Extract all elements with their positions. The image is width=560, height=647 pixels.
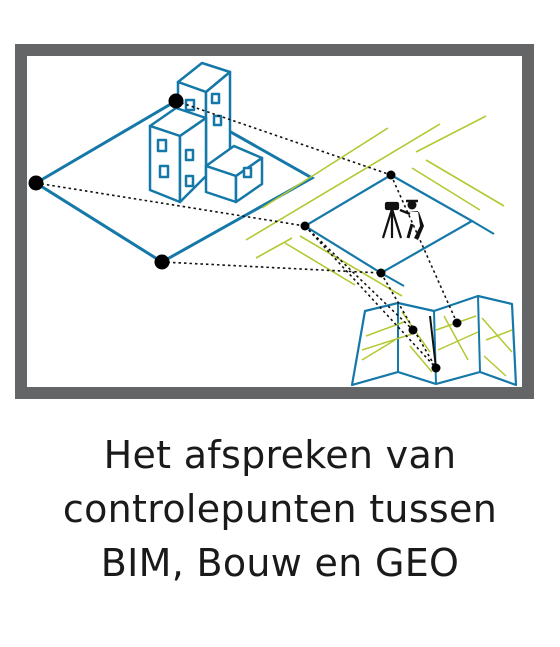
control-point-connections bbox=[35, 100, 458, 369]
control-point-bim-top bbox=[168, 93, 184, 109]
caption-line-1: Het afspreken van bbox=[103, 433, 457, 477]
control-point-site-left bbox=[300, 221, 310, 231]
control-point-map-2 bbox=[452, 318, 462, 328]
map-connection bbox=[429, 315, 437, 369]
caption-line-3: BIM, Bouw en GEO bbox=[100, 541, 460, 585]
bim-bouw-geo-illustration bbox=[15, 44, 534, 399]
control-point-map-3 bbox=[431, 363, 441, 373]
control-point-map-1 bbox=[408, 325, 418, 335]
construction-parcel-extension bbox=[471, 220, 495, 235]
control-point-bim-bottom bbox=[154, 254, 170, 270]
control-point-site-bottom bbox=[376, 268, 386, 278]
control-point-bim-left bbox=[28, 175, 44, 191]
caption: Het afspreken van controlepunten tussen … bbox=[0, 428, 560, 590]
road-lines bbox=[245, 115, 505, 297]
control-point-site-top bbox=[386, 170, 396, 180]
building-icon bbox=[148, 61, 264, 204]
surveyor-with-total-station-icon bbox=[381, 199, 424, 240]
caption-line-2: controlepunten tussen bbox=[62, 487, 498, 531]
picture-frame bbox=[15, 44, 534, 399]
folded-map-icon bbox=[350, 294, 518, 387]
control-points bbox=[28, 93, 462, 373]
